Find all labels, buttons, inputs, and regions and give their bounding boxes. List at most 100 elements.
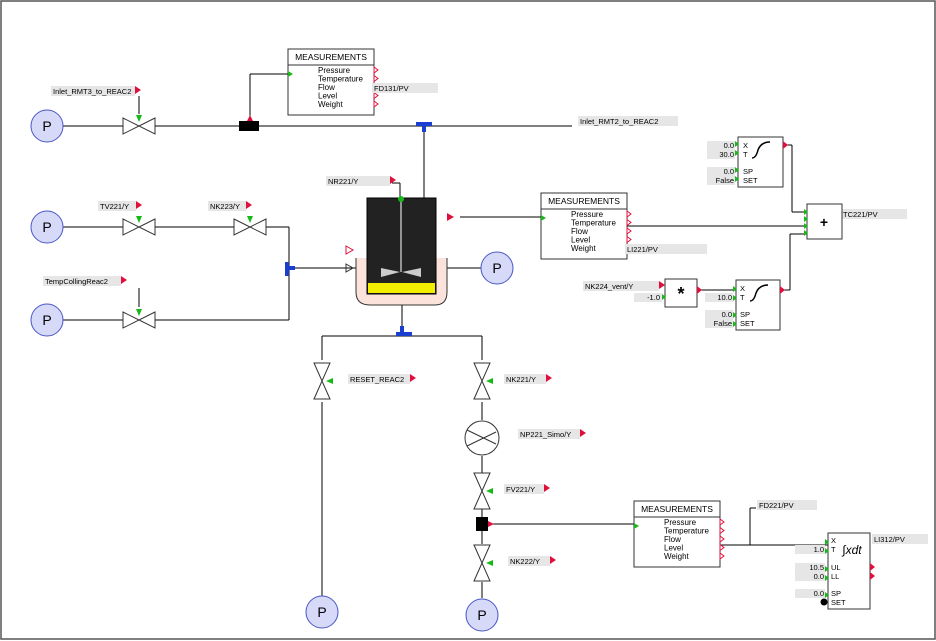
flowmeter-fd221-icon[interactable] [476,517,488,531]
tee-connector [400,326,404,334]
fb1-sp-value: 0.0 [724,167,734,176]
reactor-inlet-arrow-icon [345,263,355,273]
fv221-valve-icon[interactable] [473,472,493,510]
multiply-input-value: -1.0 [647,293,660,302]
measurements-block-fd221[interactable]: MEASUREMENTSPressureTemperatureFlowLevel… [633,500,725,568]
tag-nk224[interactable]: NK224_vent/Y [583,281,665,291]
tag-label: FD131/PV [374,84,409,93]
valve-group [122,115,493,582]
tag-nk223[interactable]: NK223/Y [208,201,252,211]
tag-label: NK224_vent/Y [585,282,633,291]
tag-label: NK223/Y [210,202,240,211]
tag-label: NR221/Y [328,177,358,186]
sum-input-marker [804,209,808,215]
tag-label: FV221/Y [506,485,535,494]
fb1-t-value: 30.0 [719,150,734,159]
int-ll-label: LL [831,572,839,581]
input-port-markers [662,141,829,598]
fb1-sp-label: SP [743,167,753,176]
int-sp-value: 0.0 [814,589,824,598]
tag-li312[interactable]: LI312/PV [872,534,928,544]
measurement-item: Pressure [571,210,604,219]
fb2-x-label: X [740,284,745,293]
measurement-item: Weight [664,552,690,561]
tee-connector [285,266,295,270]
tag-label: Inlet_RMT3_to_REAC2 [53,87,131,96]
measurement-item: Weight [318,100,344,109]
tag-nk222[interactable]: NK222/Y [508,556,556,566]
measurements-block-li221[interactable]: MEASUREMENTSPressureTemperatureFlowLevel… [540,192,632,260]
function-block-ramp-2[interactable]: X 10.0 T 0.0 SP False SET [705,279,785,331]
flowmeter-fd131-icon[interactable] [239,121,259,131]
integrator-block[interactable]: ∫xdt X 1.0 T 10.5 UL 0.0 LL 0.0 SP SET [795,532,875,610]
nk221-valve-icon[interactable] [473,362,493,400]
nk223-valve-icon[interactable] [233,216,267,236]
sum-symbol: + [820,214,828,230]
int-ul-value: 10.5 [809,563,824,572]
pump-tv221-icon[interactable]: P [30,210,64,244]
tag-tc221[interactable]: TC221/PV [841,209,907,219]
pump-label: P [42,219,51,235]
reactor-input-marker [345,245,355,255]
nk222-valve-icon[interactable] [473,544,493,582]
tag-label: TC221/PV [843,210,878,219]
tag-inlet_rmt3[interactable]: Inlet_RMT3_to_REAC2 [51,86,141,96]
tempcolling-valve-icon[interactable] [122,309,156,329]
int-set-label: SET [831,598,846,607]
pump-reactor-side-icon[interactable]: P [480,251,514,285]
function-block-ramp-1[interactable]: 0.0 30.0 0.0 False X T SP SET [707,136,788,188]
tag-nk221[interactable]: NK221/Y [504,374,552,384]
reactor-vessel[interactable] [355,196,448,306]
int-output-marker [870,572,875,580]
ramp-curve-icon [751,141,771,159]
pump-inlet-rmt3-icon[interactable]: P [30,109,64,143]
int-output-marker [870,563,875,571]
tee-connectors [285,122,432,336]
pump-label: P [492,260,501,276]
measurement-item: Level [318,92,337,101]
fb1-output-marker [783,141,788,149]
pump-nk222-icon[interactable]: P [465,598,499,632]
int-t-label: T [831,545,836,554]
fb2-set-label: SET [740,319,755,328]
reactor-output-marker [447,213,454,221]
pump-reset-icon[interactable]: P [305,595,339,629]
tag-fd221[interactable]: FD221/PV [757,500,817,510]
fb2-sp-label: SP [740,310,750,319]
np221-pump-icon[interactable] [464,420,500,456]
int-ul-label: UL [831,563,841,572]
tag-np221[interactable]: NP221_Simo/Y [518,429,586,439]
sum-block[interactable]: + [804,203,843,240]
fb2-sp-value: 0.0 [722,310,732,319]
fb1-x-value: 0.0 [724,141,734,150]
multiply-output-marker [697,286,702,294]
tag-label: LI221/PV [627,245,658,254]
tag-nr221[interactable]: NR221/Y [326,176,396,186]
tag-tv221[interactable]: TV221/Y [98,201,142,211]
tag-fd131[interactable]: FD131/PV [372,83,438,93]
fb1-set-value: False [716,176,734,185]
fb2-set-value: False [714,319,732,328]
measurements-block-fd131[interactable]: MEASUREMENTSPressureTemperatureFlowLevel… [287,48,379,116]
measurements-title: MEASUREMENTS [295,52,367,62]
tag-fv221[interactable]: FV221/Y [504,484,550,494]
measurement-item: Temperature [664,527,709,536]
tee-connector [422,122,426,132]
multiply-block[interactable]: * -1.0 [634,278,702,308]
pump-label: P [42,118,51,134]
measurement-item: Flow [571,227,588,236]
tag-li221[interactable]: LI221/PV [625,244,707,254]
flowmeter-marker [247,115,253,121]
ramp-curve-icon [749,284,769,302]
pump-label: P [317,604,326,620]
tag-tempcolling[interactable]: TempCollingReac2 [43,276,127,286]
tag-label: FD221/PV [759,501,794,510]
multiply-symbol: * [677,284,684,304]
pump-tempcolling-icon[interactable]: P [30,303,64,337]
tv221-valve-icon[interactable] [122,216,156,236]
tag-inlet_rmt2[interactable]: Inlet_RMT2_to_REAC2 [578,116,678,126]
tag-reset_reac2[interactable]: RESET_REAC2 [348,374,416,384]
reset-reac2-valve-icon[interactable] [313,362,333,400]
inlet-rmt3-valve-icon[interactable] [122,115,156,135]
